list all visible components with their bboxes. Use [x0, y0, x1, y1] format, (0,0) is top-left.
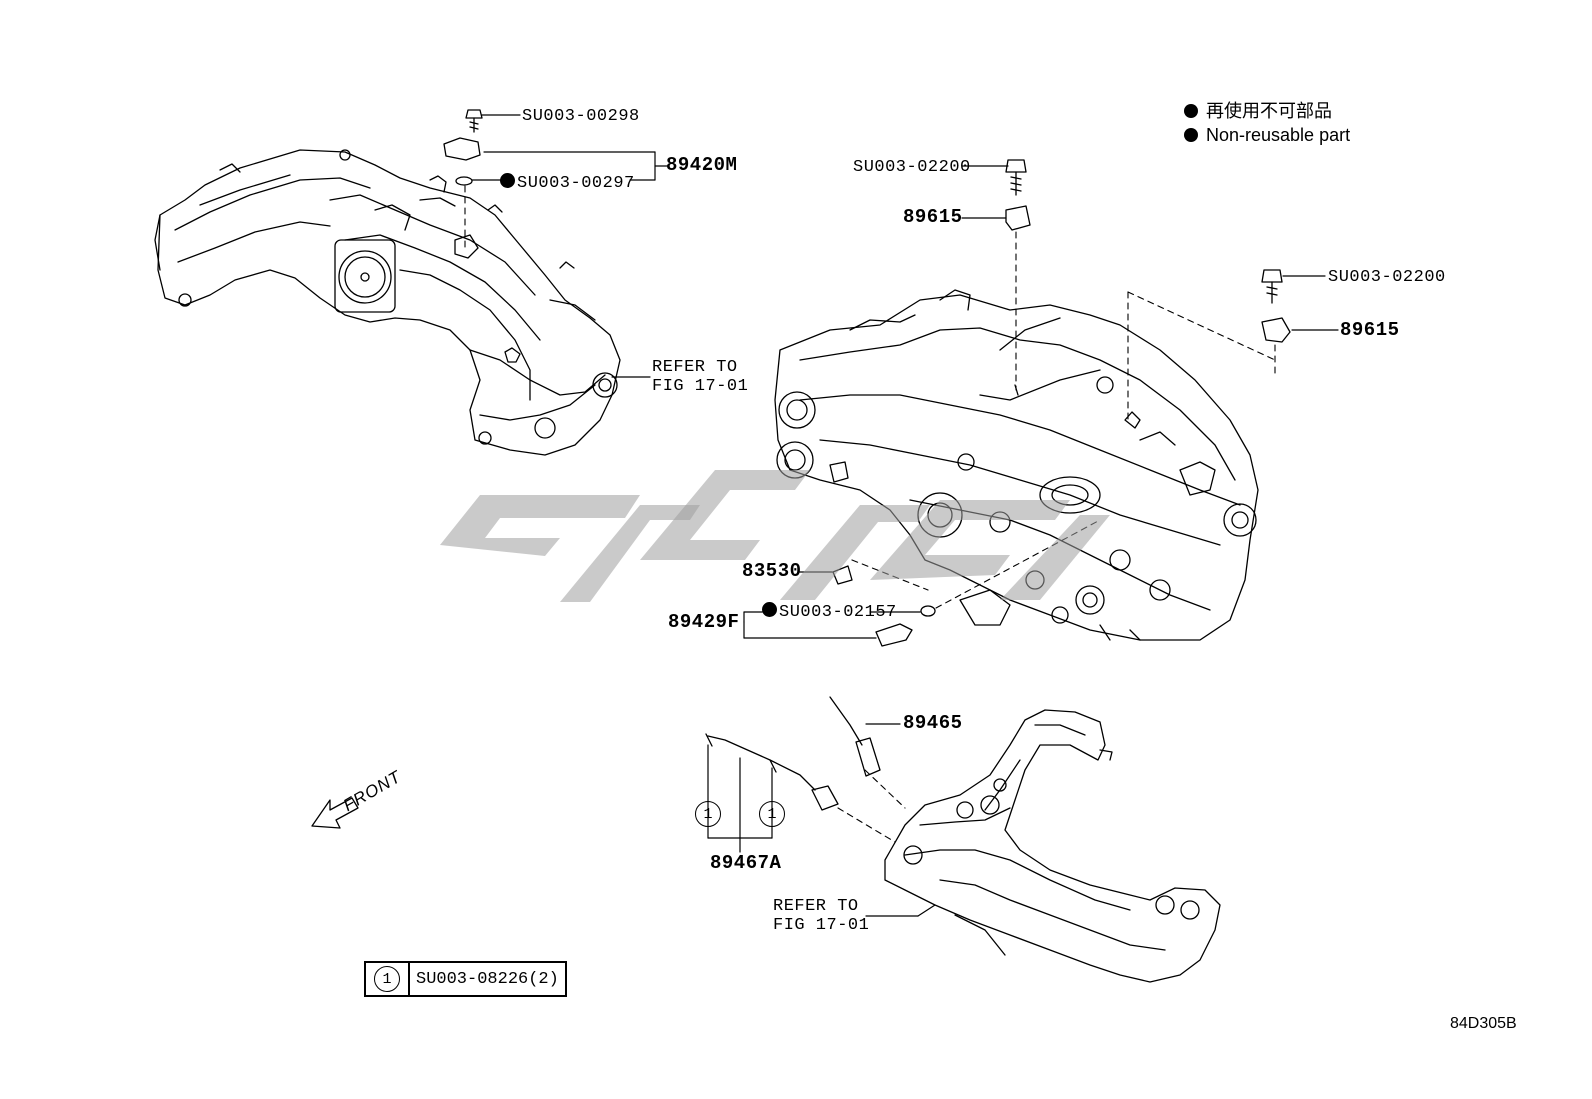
label-refer-to-2: REFER TO [773, 897, 859, 916]
label-fig-17-01-1[interactable]: FIG 17-01 [652, 377, 749, 396]
label-89615-b[interactable]: 89615 [1340, 319, 1400, 341]
bolt-su003-00298 [465, 109, 483, 133]
knock-sensor-89615-b [1261, 317, 1291, 343]
bolt-su003-02200-b [1261, 269, 1283, 304]
switch-83530 [832, 565, 853, 585]
label-refer-to-1: REFER TO [652, 358, 738, 377]
legend-en-text: Non-reusable part [1206, 125, 1351, 145]
label-su003-02200-a[interactable]: SU003-02200 [853, 158, 971, 177]
non-reusable-dot-icon [500, 173, 515, 188]
bolt-su003-02200-a [1005, 159, 1027, 196]
label-89615-a[interactable]: 89615 [903, 206, 963, 228]
knock-sensor-89615-a [1005, 205, 1031, 231]
diagram-code: 84D305B [1450, 1015, 1517, 1032]
footnote-box: 1 SU003-08226(2) [364, 961, 567, 997]
label-89465[interactable]: 89465 [903, 712, 963, 734]
ref-circle-1a: 1 [695, 801, 721, 827]
label-su003-00297[interactable]: SU003-00297 [500, 173, 635, 192]
legend-jp-text: 再使用不可部品 [1206, 101, 1332, 121]
footnote-text[interactable]: SU003-08226(2) [416, 969, 559, 989]
label-su003-00298[interactable]: SU003-00298 [522, 107, 640, 126]
label-83530[interactable]: 83530 [742, 560, 802, 582]
watermark-logo [440, 470, 1110, 602]
legend-en: Non-reusable part [1184, 126, 1350, 144]
gasket-su003-02157 [920, 605, 936, 617]
non-reusable-dot-icon [762, 602, 777, 617]
intake-manifold [154, 149, 621, 456]
sensor-89429f [875, 623, 913, 647]
label-su003-02157-text: SU003-02157 [779, 603, 897, 622]
o-ring-su003-00297 [455, 176, 473, 186]
footnote-index-circle: 1 [374, 966, 400, 992]
non-reusable-dot-icon [1184, 104, 1198, 118]
label-su003-02200-b[interactable]: SU003-02200 [1328, 268, 1446, 287]
label-fig-17-01-2[interactable]: FIG 17-01 [773, 916, 870, 935]
label-su003-02157[interactable]: SU003-02157 [762, 602, 897, 621]
label-89429f[interactable]: 89429F [668, 611, 740, 633]
non-reusable-dot-icon [1184, 128, 1198, 142]
label-89467a[interactable]: 89467A [710, 852, 782, 874]
ref-circle-1b: 1 [759, 801, 785, 827]
sensor-89467a [705, 733, 839, 811]
front-arrow-icon [311, 797, 359, 829]
sensor-89420m [443, 137, 481, 161]
legend-jp: 再使用不可部品 [1184, 102, 1332, 120]
exhaust-manifold [884, 709, 1221, 983]
footnote-index-cell: 1 [366, 963, 410, 995]
label-89420m[interactable]: 89420M [666, 154, 738, 176]
label-su003-00297-text: SU003-00297 [517, 174, 635, 193]
sensor-89465 [829, 696, 881, 777]
